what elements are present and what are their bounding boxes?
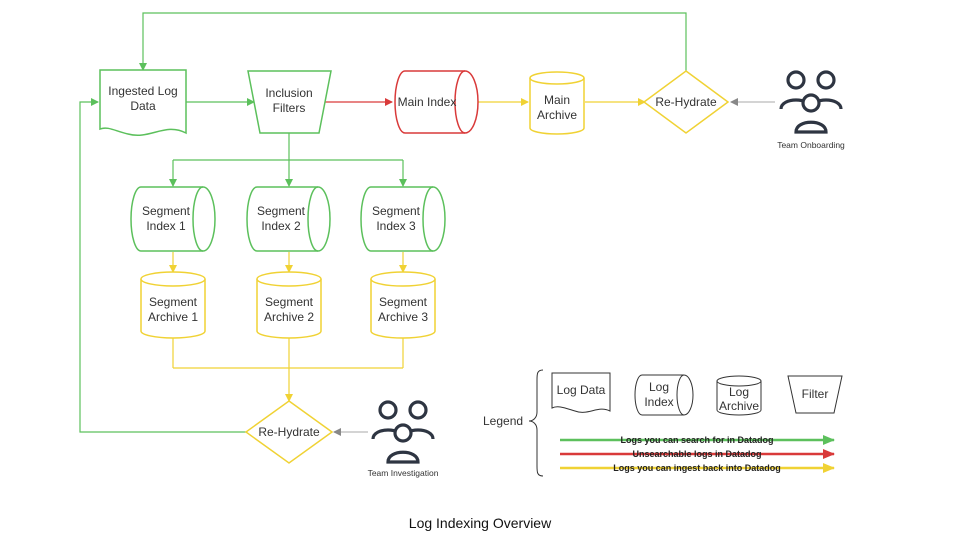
rehydrate-top-node[interactable]: Re-Hydrate (642, 70, 730, 134)
segment-index-2-node[interactable]: Segment Index 2 (246, 186, 331, 252)
segment-index-1-label-1: Segment (142, 204, 191, 218)
legend: Legend Log Data Log Index Log Archive Fi… (483, 369, 843, 477)
legend-log-index-label-1: Log (649, 380, 669, 394)
legend-log-index-label-2: Index (644, 395, 673, 409)
legend-yellow-line-label: Logs you can ingest back into Datadog (613, 463, 781, 473)
main-archive-label-2: Archive (537, 108, 577, 122)
legend-log-data-shape: Log Data (551, 372, 611, 413)
segment-archive-1-node[interactable]: Segment Archive 1 (140, 271, 206, 339)
main-archive-label-1: Main (544, 93, 570, 107)
segment-archive-2-node[interactable]: Segment Archive 2 (256, 271, 322, 339)
legend-log-archive-label-2: Archive (719, 399, 759, 413)
segment-archive-1-label-2: Archive 1 (148, 310, 198, 324)
segment-index-3-label-2: Index 3 (376, 219, 416, 233)
ingested-log-data-label-2: Data (130, 99, 156, 113)
legend-title: Legend (483, 414, 523, 428)
legend-log-archive-shape: Log Archive (716, 375, 762, 416)
segment-index-1-node[interactable]: Segment Index 1 (130, 186, 216, 252)
main-index-label: Main Index (398, 95, 457, 109)
legend-filter-shape: Filter (787, 375, 843, 414)
segment-index-3-label-1: Segment (372, 204, 421, 218)
legend-log-data-label: Log Data (557, 383, 606, 397)
legend-filter-label: Filter (802, 387, 829, 401)
segment-archive-3-label-1: Segment (379, 295, 428, 309)
segment-archive-3-node[interactable]: Segment Archive 3 (370, 271, 436, 339)
segment-archive-1-label-1: Segment (149, 295, 198, 309)
diagram-caption: Log Indexing Overview (409, 515, 552, 531)
legend-brace (528, 369, 544, 477)
inclusion-filters-label-1: Inclusion (265, 86, 312, 100)
rehydrate-top-label: Re-Hydrate (655, 95, 717, 109)
ingested-log-data-node[interactable]: Ingested Log Data (99, 69, 187, 136)
team-investigation-label: Team Investigation (368, 468, 439, 478)
team-investigation-icon (371, 400, 435, 464)
segment-index-3-node[interactable]: Segment Index 3 (360, 186, 446, 252)
main-index-node[interactable]: Main Index (394, 70, 479, 134)
segment-archive-3-label-2: Archive 3 (378, 310, 428, 324)
segment-index-1-label-2: Index 1 (146, 219, 186, 233)
team-onboarding-label: Team Onboarding (777, 140, 845, 150)
inclusion-filters-node[interactable]: Inclusion Filters (247, 70, 332, 134)
team-onboarding-icon (779, 70, 843, 134)
legend-log-archive-label-1: Log (729, 385, 749, 399)
segment-index-2-label-2: Index 2 (261, 219, 301, 233)
segment-archive-2-label-2: Archive 2 (264, 310, 314, 324)
legend-log-index-shape: Log Index (634, 374, 694, 416)
segment-archive-2-label-1: Segment (265, 295, 314, 309)
edge-rehydrate-top-to-ingested (139, 12, 687, 71)
segment-index-2-label-1: Segment (257, 204, 306, 218)
rehydrate-bottom-label: Re-Hydrate (258, 425, 320, 439)
ingested-log-data-label-1: Ingested Log (108, 84, 177, 98)
inclusion-filters-label-2: Filters (273, 101, 306, 115)
rehydrate-bottom-node[interactable]: Re-Hydrate (244, 400, 334, 464)
edge-rehydrate-bottom-to-ingested (79, 98, 247, 433)
legend-red-line-label: Unsearchable logs in Datadog (632, 449, 761, 459)
legend-green-line-label: Logs you can search for in Datadog (620, 435, 773, 445)
main-archive-node[interactable]: Main Archive (529, 71, 585, 135)
